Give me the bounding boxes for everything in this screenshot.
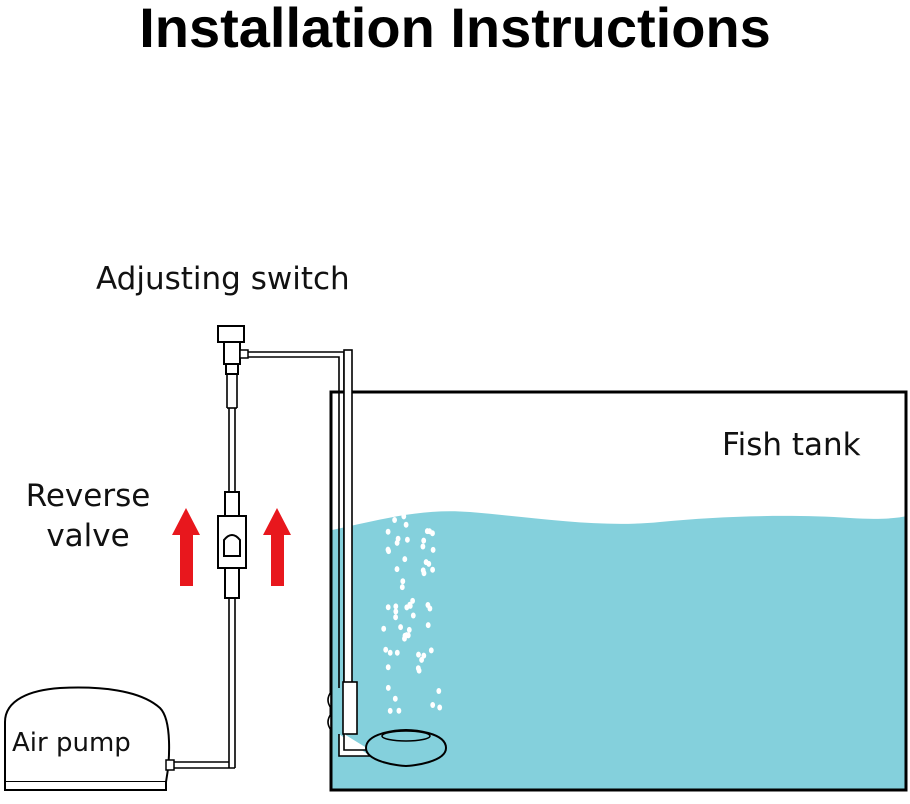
- bubble: [430, 566, 435, 573]
- bubble: [394, 539, 400, 546]
- bubble: [425, 622, 431, 629]
- bubble: [393, 603, 399, 610]
- bubble: [398, 624, 403, 631]
- bubble: [383, 646, 389, 653]
- bubble: [406, 626, 412, 633]
- bubble: [393, 608, 399, 615]
- bubble: [436, 688, 442, 694]
- bubble: [401, 513, 407, 520]
- bubble: [420, 543, 426, 550]
- bubble: [405, 632, 411, 639]
- reverse-valve: [217, 491, 247, 599]
- fish-tank-label: Fish tank: [722, 427, 861, 463]
- bubble: [410, 612, 416, 619]
- bubble: [430, 702, 436, 708]
- bubble: [403, 521, 409, 528]
- bubble: [387, 649, 393, 656]
- bubble: [385, 664, 391, 671]
- bubble: [394, 649, 400, 656]
- fish-tank: [329, 390, 908, 792]
- bubble: [399, 584, 405, 591]
- bubble: [392, 517, 397, 523]
- bubble: [404, 604, 410, 611]
- page-title: Installation Instructions: [139, 0, 771, 59]
- bubble: [428, 647, 434, 654]
- bubble: [420, 567, 426, 574]
- bubble: [421, 537, 427, 544]
- air-tube-vertical: [172, 374, 238, 769]
- tank-water: [332, 511, 906, 790]
- bubble: [400, 578, 406, 585]
- bubble: [419, 656, 424, 663]
- bubble: [385, 684, 391, 691]
- air-pump-icon: [4, 686, 175, 791]
- bubble: [387, 707, 393, 714]
- bubble: [392, 695, 398, 702]
- adjusting-switch: [217, 325, 249, 375]
- air-bubbles: [381, 513, 443, 714]
- bubble: [405, 536, 410, 543]
- bubble: [430, 546, 436, 553]
- bubble: [416, 651, 421, 658]
- bubble: [394, 566, 400, 573]
- bubble: [415, 665, 421, 672]
- bubble: [393, 614, 398, 621]
- reverse-valve-label-line1: Reverse: [25, 478, 151, 514]
- bubble: [385, 604, 391, 611]
- tube-holder: [327, 681, 370, 757]
- bubble: [385, 546, 391, 553]
- bubble: [437, 704, 443, 711]
- reverse-valve-label: Reverse valve: [22, 476, 154, 556]
- air-pump-label: Air pump: [12, 728, 131, 758]
- reverse-valve-label-line2: valve: [46, 518, 130, 554]
- adjusting-switch-label: Adjusting switch: [96, 261, 350, 297]
- bubble: [381, 625, 387, 632]
- arrow-up-icon: [172, 508, 200, 586]
- bubble: [423, 559, 429, 566]
- bubble: [421, 652, 427, 659]
- bubble: [430, 530, 435, 537]
- bubble: [385, 528, 391, 535]
- arrow-up-icon: [263, 508, 291, 586]
- air-stone-icon: [364, 728, 448, 768]
- bubble: [402, 556, 408, 563]
- bubble: [427, 605, 433, 612]
- bubble: [410, 597, 415, 604]
- bubble: [396, 707, 402, 714]
